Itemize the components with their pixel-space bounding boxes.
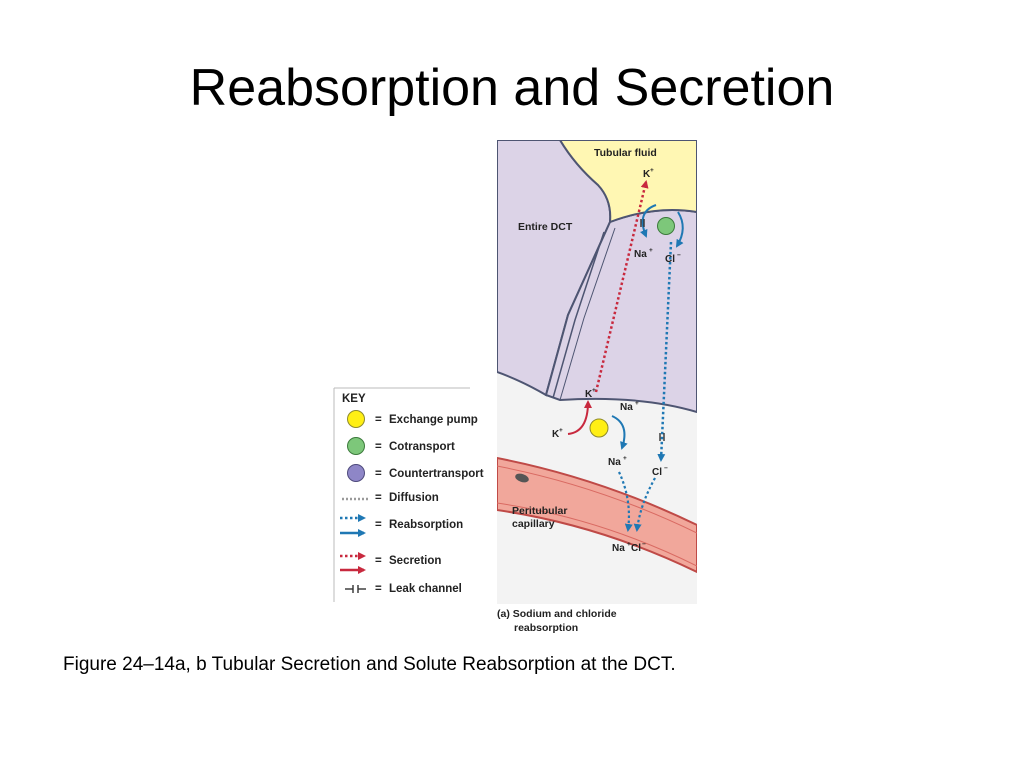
- svg-text:Leak channel: Leak channel: [389, 583, 462, 595]
- key-item-countertransport: = Countertransport: [347, 464, 484, 482]
- slide-title: Reabsorption and Secretion: [189, 59, 835, 117]
- peritubular-label-1: Peritubular: [512, 505, 567, 517]
- na-cotransport-arrow: [640, 204, 657, 238]
- cl-cotransport-arrow: [675, 211, 684, 248]
- capillary-wall-line: [497, 502, 697, 567]
- svg-text:Countertransport: Countertransport: [389, 468, 484, 480]
- svg-text:Na: Na: [620, 402, 633, 413]
- svg-text:=: =: [375, 583, 382, 595]
- entire-dct-label: Entire DCT: [518, 221, 573, 233]
- svg-text:K: K: [552, 429, 560, 440]
- panel-caption-line-2: reabsorption: [514, 622, 578, 634]
- tubular-fluid-region: [558, 140, 697, 224]
- svg-text:=: =: [375, 468, 382, 480]
- svg-text:−: −: [664, 465, 668, 472]
- svg-text:=: =: [375, 519, 382, 531]
- svg-text:+: +: [623, 455, 627, 462]
- cell-junction: [552, 231, 605, 399]
- cell-junction: [559, 227, 616, 401]
- svg-text:Secretion: Secretion: [389, 555, 441, 567]
- svg-text:Exchange pump: Exchange pump: [389, 414, 478, 426]
- svg-text:+: +: [649, 247, 653, 254]
- cl-diffusion-arrow: [633, 477, 656, 532]
- ion-na-top: Na+: [634, 247, 653, 260]
- purple-circle-icon: [347, 464, 365, 482]
- green-circle-icon: [347, 437, 365, 455]
- svg-text:=: =: [375, 555, 382, 567]
- svg-text:−: −: [642, 541, 646, 548]
- key-title: KEY: [342, 393, 366, 405]
- svg-text:Diffusion: Diffusion: [389, 492, 439, 504]
- svg-text:Na: Na: [612, 543, 625, 554]
- key-item-exchange-pump: = Exchange pump: [347, 410, 478, 428]
- svg-text:Na: Na: [634, 249, 647, 260]
- svg-text:=: =: [375, 414, 382, 426]
- tubular-fluid-label: Tubular fluid: [594, 147, 657, 159]
- ion-k-top: K+: [643, 167, 654, 180]
- k-secretion-arrow: [594, 180, 649, 393]
- diagram-panel: Tubular fluid Entire DCT Peritubular cap…: [497, 140, 697, 604]
- svg-text:=: =: [375, 441, 382, 453]
- cotransporter-green: [657, 217, 675, 235]
- k-pump-in-arrow: [567, 400, 592, 435]
- svg-text:+: +: [650, 167, 654, 174]
- panel-caption-line-1: (a) Sodium and chloride: [497, 608, 617, 620]
- svg-text:+: +: [559, 427, 563, 434]
- ion-cl-lower: Cl−: [652, 465, 668, 478]
- red-blood-cell: [515, 473, 529, 483]
- svg-text:+: +: [592, 387, 596, 394]
- exchange-pump-yellow: [589, 418, 609, 438]
- na-diffusion-arrow: [618, 471, 633, 532]
- na-pump-out-arrow: [611, 415, 628, 450]
- svg-text:+: +: [635, 400, 639, 407]
- svg-text:K: K: [643, 169, 651, 180]
- svg-text:+: +: [627, 541, 631, 548]
- ion-na-mid: Na+: [620, 400, 639, 413]
- key-item-secretion: = Secretion: [340, 552, 441, 574]
- ion-na-lower: Na+: [608, 455, 627, 468]
- key-item-leak-channel: = Leak channel: [345, 583, 462, 595]
- ion-nacl: Na + Cl −: [612, 541, 646, 554]
- peritubular-label-2: capillary: [512, 518, 555, 530]
- svg-text:Na: Na: [608, 457, 621, 468]
- leak-channel-icon: [640, 219, 665, 441]
- ion-k-left: K+: [552, 427, 563, 440]
- cl-reabsorption-arrow: [657, 241, 673, 462]
- svg-text:K: K: [585, 389, 593, 400]
- svg-text:Cl: Cl: [665, 254, 675, 265]
- ion-k-mid: K+: [585, 387, 596, 400]
- key-legend: KEY = Exchange pump = Cotransport = Coun…: [333, 387, 484, 602]
- ion-cl-top: Cl−: [665, 252, 681, 265]
- capillary-wall-line: [497, 465, 697, 534]
- svg-text:Cotransport: Cotransport: [389, 441, 455, 453]
- figure-caption: Figure 24–14a, b Tubular Secretion and S…: [63, 654, 676, 675]
- key-item-diffusion: = Diffusion: [342, 492, 439, 504]
- svg-text:Cl: Cl: [631, 543, 641, 554]
- key-item-cotransport: = Cotransport: [347, 437, 455, 455]
- svg-text:=: =: [375, 492, 382, 504]
- leak-channel-icon: [345, 585, 366, 593]
- yellow-circle-icon: [347, 410, 365, 428]
- svg-text:−: −: [677, 252, 681, 259]
- svg-text:Reabsorption: Reabsorption: [389, 519, 463, 531]
- key-item-reabsorption: = Reabsorption: [340, 514, 463, 537]
- svg-text:Cl: Cl: [652, 467, 662, 478]
